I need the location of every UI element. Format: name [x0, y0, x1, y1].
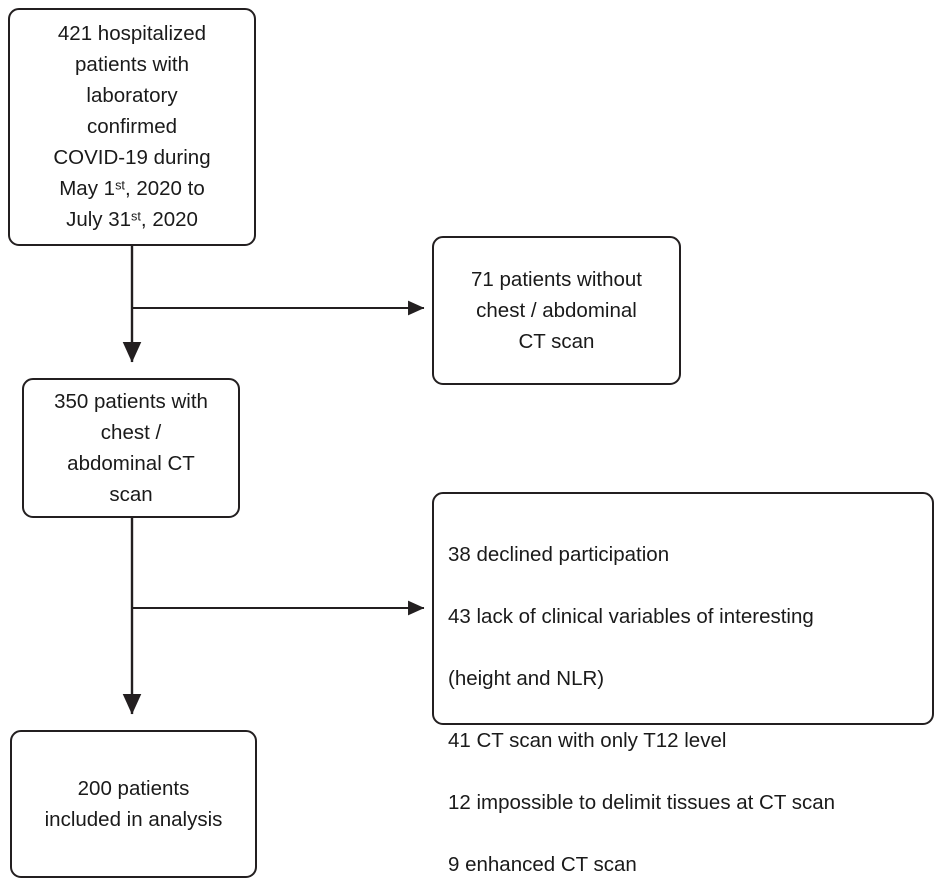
exclusion-reasons-list: 38 declined participation 43 lack of cli… — [434, 494, 835, 888]
list-item: 38 declined participation — [448, 543, 670, 566]
node-patients-with-ct-scan-label: 350 patients with chest / abdominal CT s… — [54, 390, 208, 506]
list-item: 43 lack of clinical variables of interes… — [448, 605, 814, 628]
node-enrolled-patients: 421 hospitalized patients with laborator… — [8, 8, 256, 246]
node-patients-included-label: 200 patients included in analysis — [44, 777, 223, 831]
node-excluded-no-ct-scan: 71 patients without chest / abdominal CT… — [432, 236, 681, 385]
node-patients-included: 200 patients included in analysis — [10, 730, 257, 878]
node-patients-with-ct-scan: 350 patients with chest / abdominal CT s… — [22, 378, 240, 518]
node-excluded-no-ct-scan-label: 71 patients without chest / abdominal CT… — [471, 268, 642, 353]
node-enrolled-patients-label: 421 hospitalized patients with laborator… — [53, 21, 211, 231]
list-item: (height and NLR) — [448, 667, 605, 690]
ordinal-suffix: st — [115, 176, 125, 192]
node-exclusion-reasons: 38 declined participation 43 lack of cli… — [432, 492, 934, 876]
list-item: 12 impossible to delimit tissues at CT s… — [448, 791, 836, 814]
ordinal-suffix: st — [131, 207, 141, 223]
list-item: 41 CT scan with only T12 level — [448, 729, 727, 752]
list-item: 9 enhanced CT scan — [448, 853, 637, 876]
